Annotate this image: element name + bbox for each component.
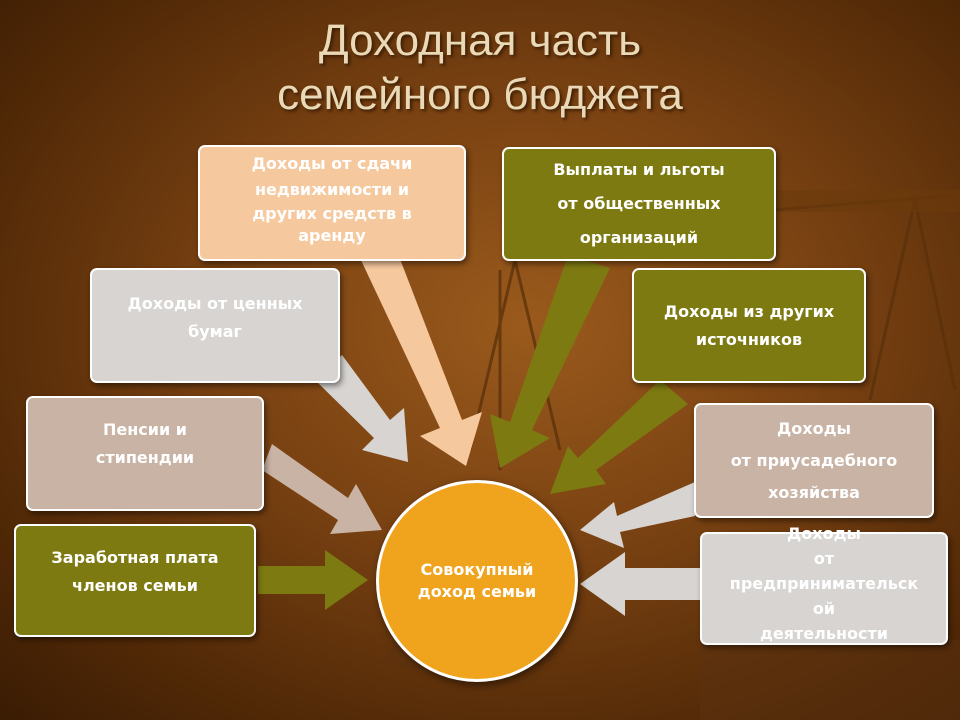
box-pensions-line-1: Пенсии и: [103, 420, 187, 439]
arrow-from-other: [550, 380, 688, 494]
box-salary-line-2: членов семьи: [71, 576, 199, 595]
box-salary: Заработная плата членов семьи: [14, 524, 256, 637]
page-title: Доходная часть семейного бюджета: [0, 14, 960, 122]
arrow-from-salary: [258, 550, 368, 610]
arrow-from-household: [580, 482, 695, 548]
box-business-line-1: Доходы: [787, 524, 861, 543]
box-rent-line-3: других средств в: [252, 204, 412, 223]
box-household-income: Доходы от приусадебного хозяйства: [694, 403, 934, 518]
arrow-from-rent: [360, 246, 482, 466]
box-business-line-2: от: [813, 549, 835, 568]
box-benefits-line-2: от общественных: [557, 194, 721, 213]
box-benefits: Выплаты и льготы от общественных организ…: [502, 147, 776, 261]
box-other-line-1: Доходы из других: [663, 301, 835, 321]
box-benefits-line-3: организаций: [579, 228, 699, 247]
box-securities-line-2: бумаг: [188, 322, 242, 341]
box-rent-line-2: недвижимости и: [254, 180, 410, 199]
box-business-line-3: предпринимательск: [729, 574, 919, 593]
box-household-line-2: от приусадебного: [730, 450, 898, 470]
total-income-circle: Совокупный доход семьи: [376, 480, 578, 682]
box-other-income: Доходы из других источников: [632, 268, 866, 383]
arrow-from-benefits: [490, 255, 610, 468]
title-line-2: семейного бюджета: [277, 70, 683, 119]
box-benefits-line-1: Выплаты и льготы: [553, 160, 725, 179]
center-line-2: доход семьи: [417, 582, 537, 601]
box-rent-income: Доходы от сдачи недвижимости и других ср…: [198, 145, 466, 261]
center-line-1: Совокупный: [420, 560, 534, 579]
box-household-line-3: хозяйства: [768, 482, 860, 502]
arrow-from-pensions: [262, 444, 382, 534]
box-salary-line-1: Заработная плата: [51, 548, 219, 567]
arrow-from-business: [580, 552, 700, 616]
box-business-income: Доходы от предпринимательск ой деятельно…: [700, 524, 948, 645]
box-rent-line-1: Доходы от сдачи: [251, 154, 413, 173]
box-other-line-2: источников: [695, 329, 803, 349]
box-household-line-1: Доходы: [777, 418, 851, 438]
box-business-line-5: деятельности: [759, 624, 888, 643]
box-pensions-line-2: стипендии: [95, 448, 195, 467]
arrow-from-securities: [315, 355, 408, 462]
box-securities-line-1: Доходы от ценных: [127, 294, 303, 313]
box-rent-line-4: аренду: [298, 226, 366, 245]
title-line-1: Доходная часть: [318, 16, 642, 65]
box-business-line-4: ой: [812, 599, 836, 618]
box-pensions: Пенсии и стипендии: [26, 396, 264, 511]
box-securities-income: Доходы от ценных бумаг: [90, 268, 340, 383]
